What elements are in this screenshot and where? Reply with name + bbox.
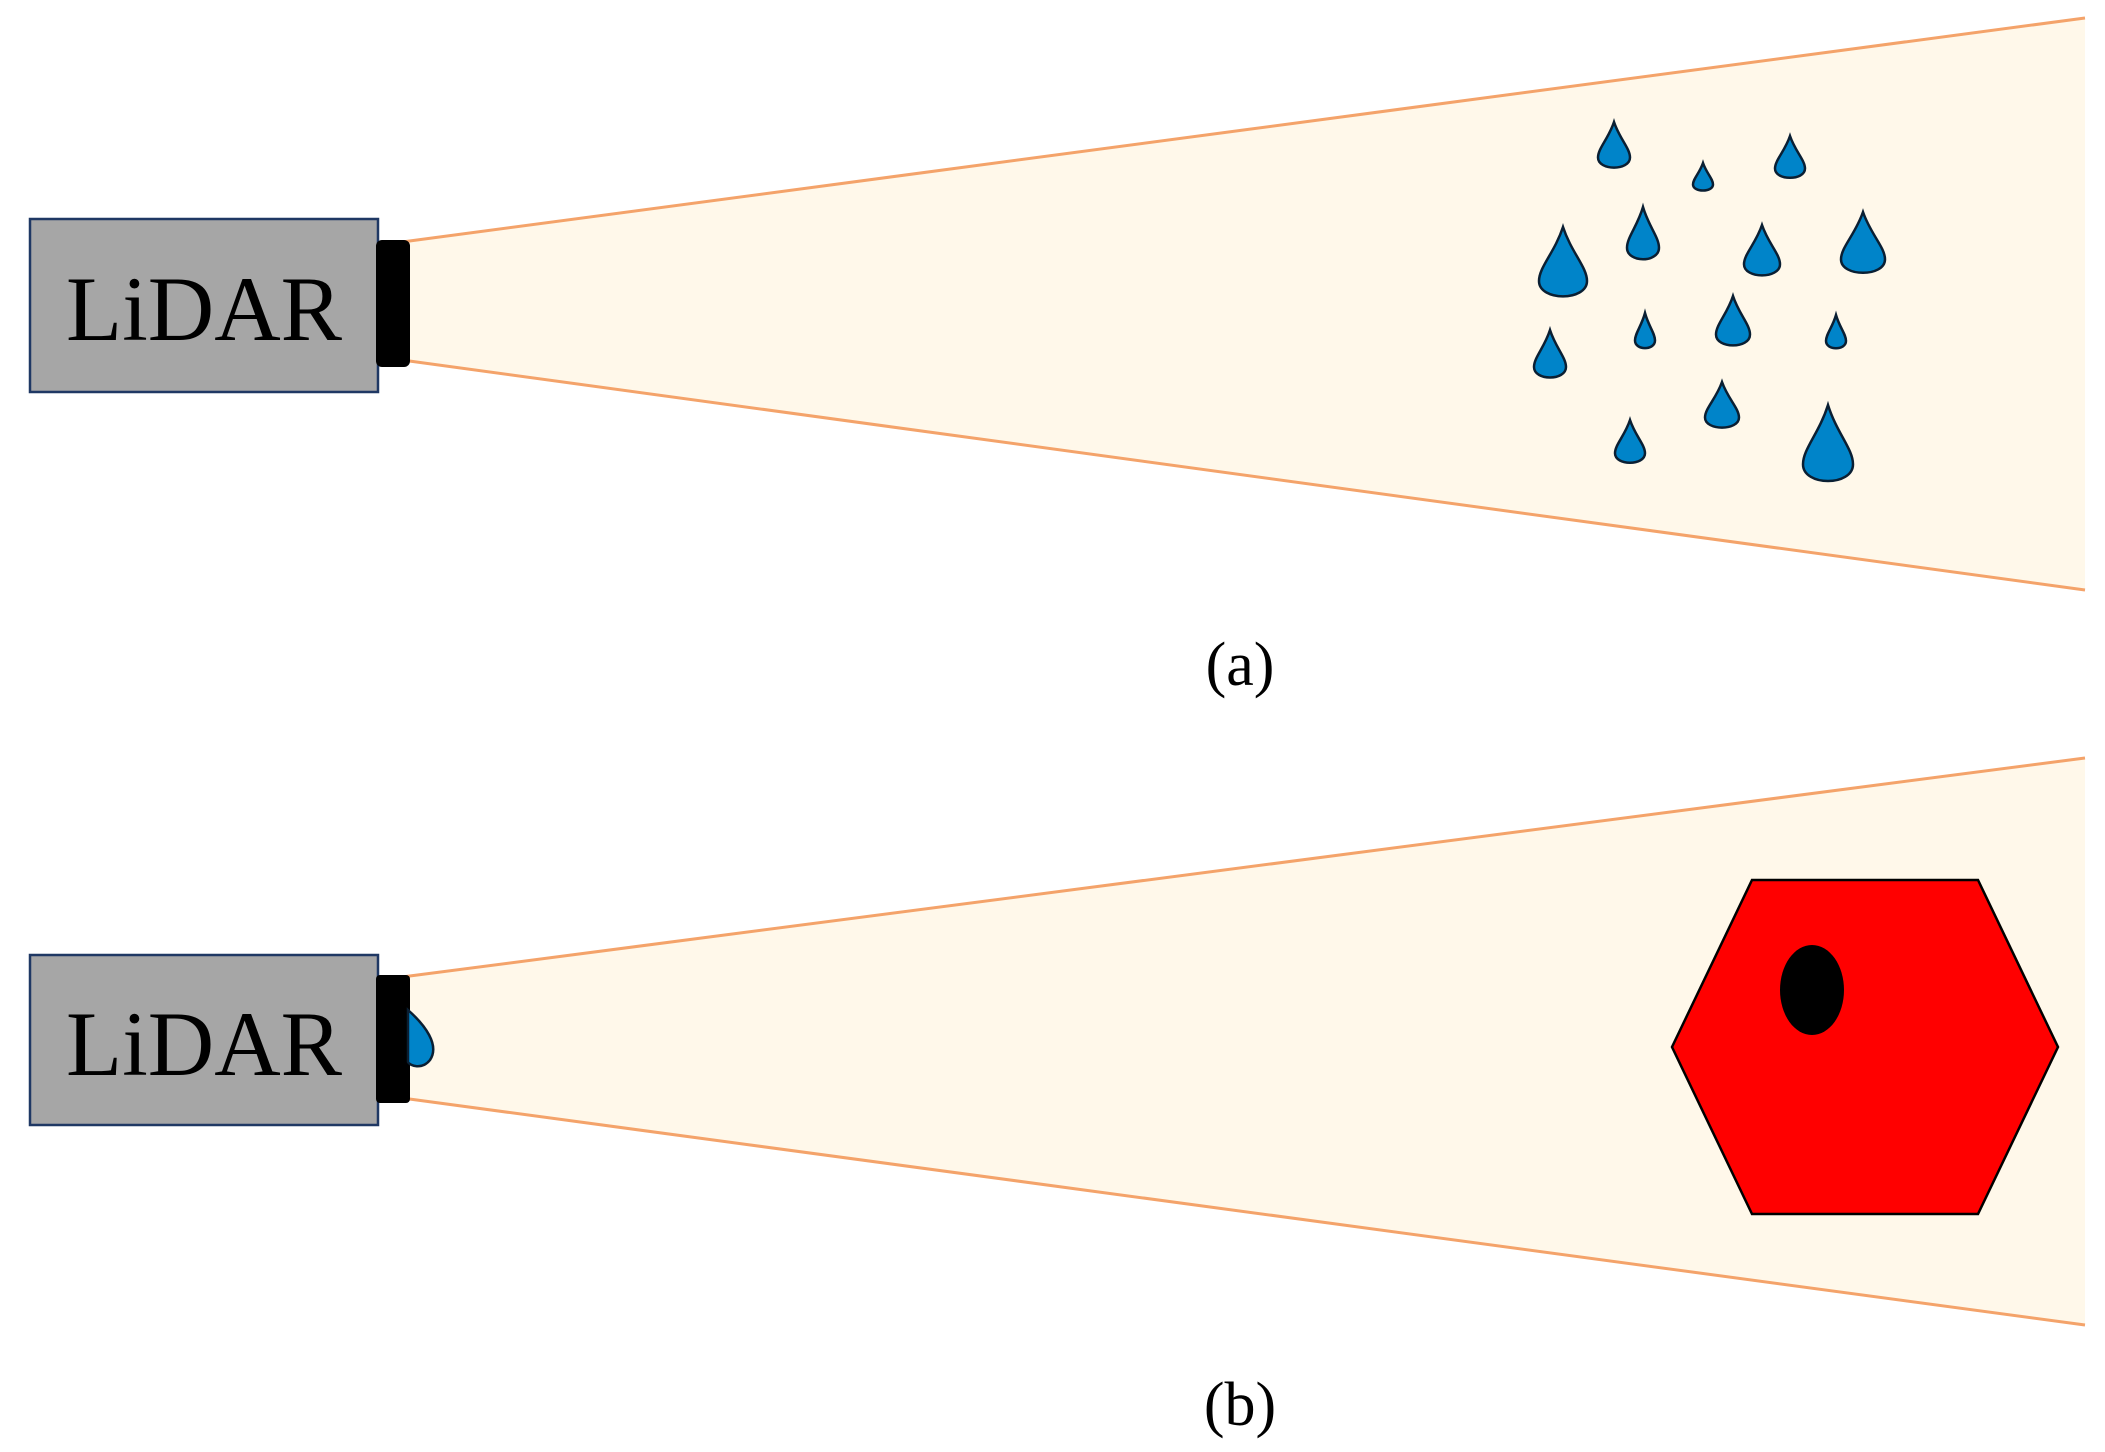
lidar-lens-b: [376, 975, 410, 1103]
raindrop-icon: [1773, 132, 1807, 180]
raindrop-icon: [1714, 291, 1752, 347]
raindrops: [1532, 118, 1887, 483]
raindrop-icon: [1633, 308, 1657, 350]
beam-b: [402, 758, 2085, 1325]
raindrop-icon: [1596, 118, 1632, 169]
lidar-label-b: LiDAR: [66, 993, 343, 1095]
beam-b-upper-edge: [401, 756, 2086, 979]
raindrop-icon: [1839, 208, 1887, 274]
raindrop-icon: [1801, 400, 1855, 483]
lidar-sensor-a: [28, 217, 380, 394]
lidar-label-a: LiDAR: [66, 258, 343, 360]
occlusion-spot: [1780, 945, 1844, 1035]
raindrop-icon: [1625, 202, 1661, 261]
raindrop-icon: [1742, 221, 1782, 277]
target-object: [1670, 878, 2060, 1216]
raindrop-icon: [1824, 310, 1848, 350]
panel-b: LiDAR (b): [28, 756, 2086, 1439]
lens-raindrop-icon: [406, 1007, 435, 1068]
beam-b-lower-edge: [401, 1096, 2086, 1327]
lidar-lens-a: [376, 240, 410, 367]
raindrop-icon: [1703, 378, 1741, 429]
caption-a: (a): [1206, 631, 1275, 699]
beam-a-upper-edge: [401, 16, 2086, 244]
beam-a-lower-edge: [401, 358, 2086, 592]
raindrop-icon: [1691, 159, 1715, 192]
lidar-sensor-b: [28, 953, 380, 1127]
beam-a: [402, 18, 2085, 590]
raindrop-icon: [1537, 223, 1589, 298]
raindrop-icon: [1532, 325, 1568, 379]
raindrop-icon: [1613, 416, 1647, 464]
panel-a: LiDAR (a): [28, 16, 2086, 699]
caption-b: (b): [1204, 1371, 1276, 1439]
